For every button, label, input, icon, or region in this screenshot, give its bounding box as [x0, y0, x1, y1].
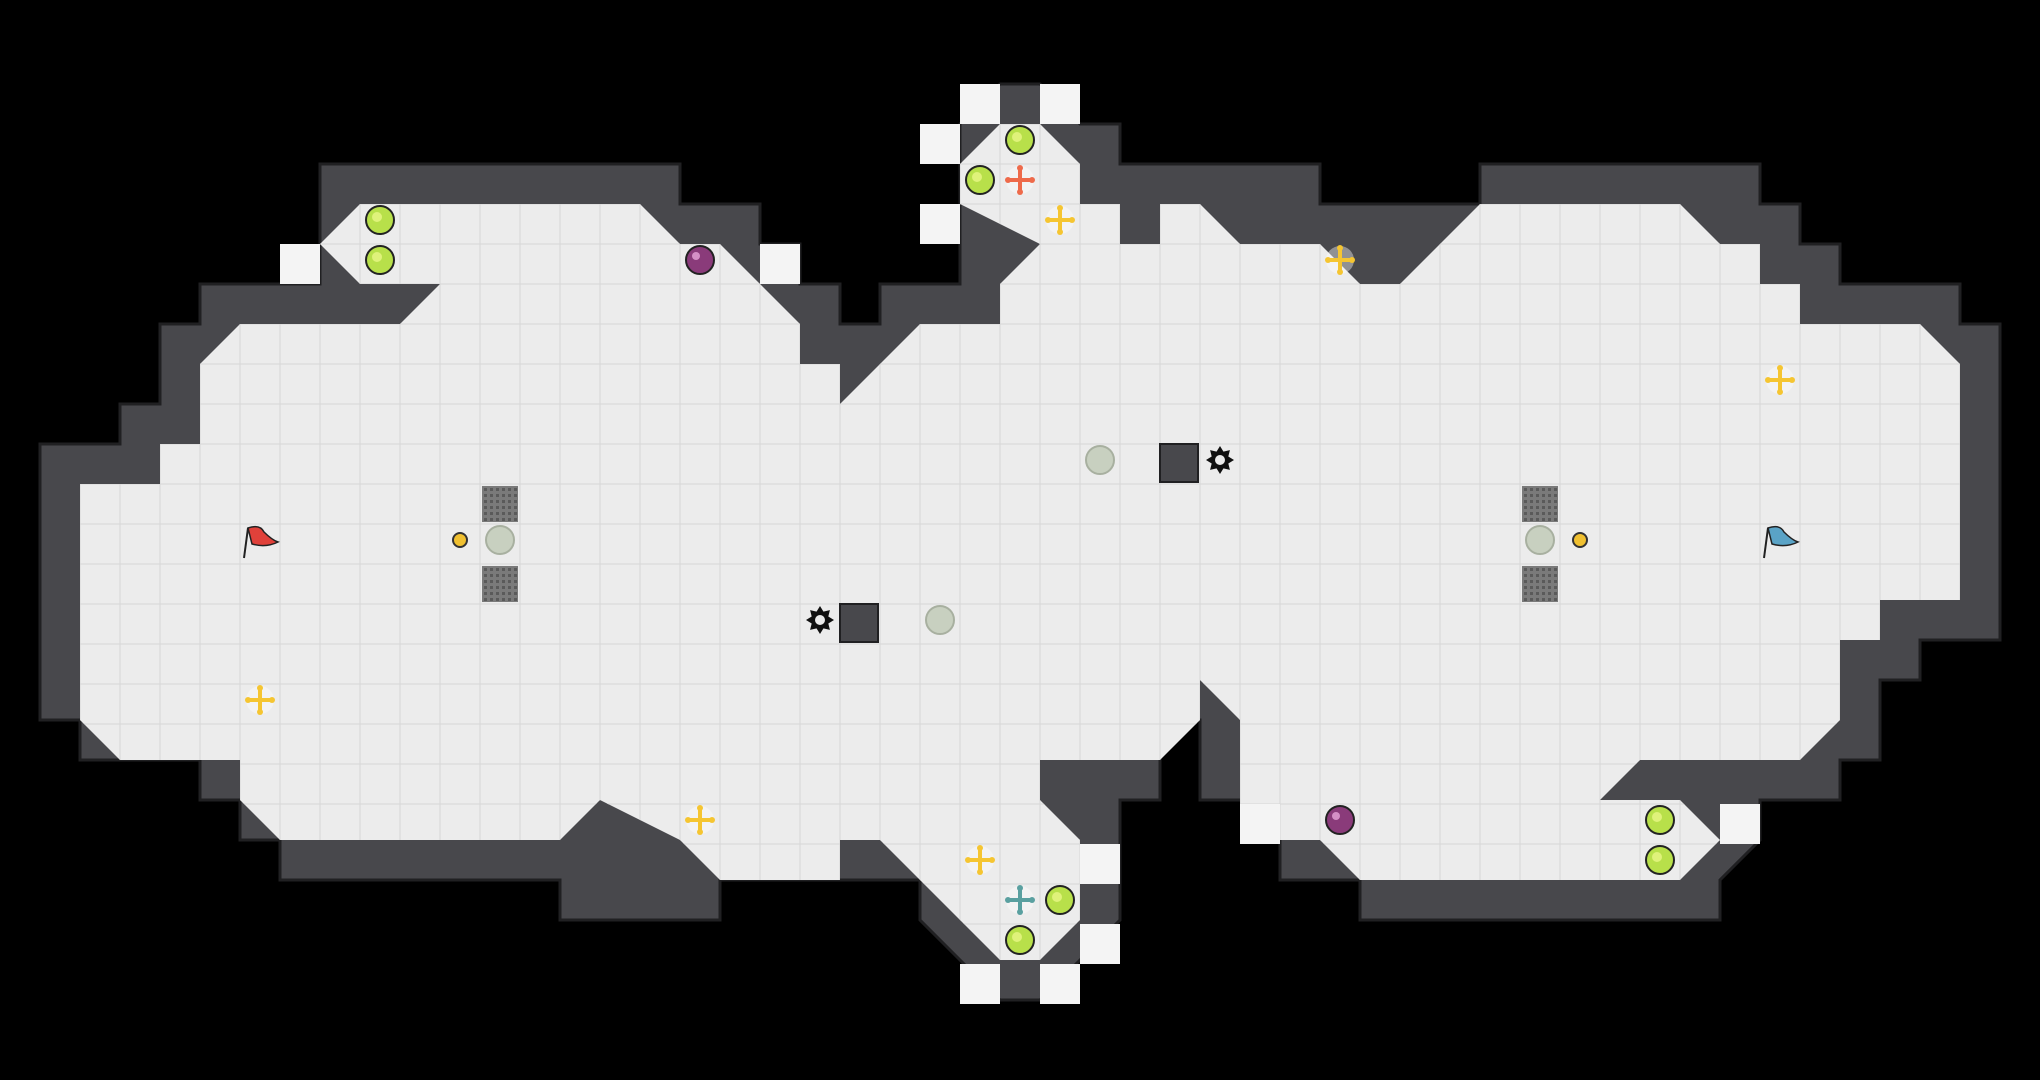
gate-tile — [482, 566, 518, 602]
red-flag-icon — [243, 525, 280, 559]
boost-icon — [1045, 205, 1075, 235]
edge-tile — [1080, 924, 1120, 964]
edge-tile — [1240, 804, 1280, 844]
floor-area — [80, 124, 1960, 960]
powerup-icon — [1005, 125, 1035, 155]
powerup-icon — [1645, 845, 1675, 875]
spike-icon — [806, 606, 834, 634]
boost-icon — [245, 685, 275, 715]
powerup-icon — [1645, 805, 1675, 835]
edge-tile — [920, 204, 960, 244]
boost-icon — [1325, 245, 1355, 275]
edge-tile — [760, 244, 800, 284]
powerup-icon — [965, 165, 995, 195]
powerup-icon — [365, 245, 395, 275]
portal-icon — [925, 605, 955, 635]
blue-flag-icon — [1763, 525, 1800, 559]
edge-tile — [1080, 844, 1120, 884]
edge-tile — [1040, 84, 1080, 124]
powerup-icon — [1045, 885, 1075, 915]
edge-tile — [1040, 964, 1080, 1004]
spike-icon — [1206, 446, 1234, 474]
wall-block — [839, 603, 879, 643]
portal-icon — [1525, 525, 1555, 555]
button-icon — [1572, 532, 1588, 548]
gate-tile — [482, 486, 518, 522]
edge-tile — [280, 244, 320, 284]
bomb-icon — [685, 245, 715, 275]
boost-icon — [685, 805, 715, 835]
gate-tile — [1522, 486, 1558, 522]
bomb-icon — [1325, 805, 1355, 835]
portal-icon — [485, 525, 515, 555]
gate-tile — [1522, 566, 1558, 602]
powerup-icon — [1005, 925, 1035, 955]
portal-icon — [1085, 445, 1115, 475]
edge-tile — [960, 964, 1000, 1004]
edge-tile — [960, 84, 1000, 124]
edge-tile — [920, 124, 960, 164]
edge-tile — [1720, 804, 1760, 844]
red-boost-icon — [1005, 165, 1035, 195]
boost-icon — [1765, 365, 1795, 395]
blue-boost-icon — [1005, 885, 1035, 915]
wall-block — [1159, 443, 1199, 483]
boost-icon — [965, 845, 995, 875]
powerup-icon — [365, 205, 395, 235]
button-icon — [452, 532, 468, 548]
